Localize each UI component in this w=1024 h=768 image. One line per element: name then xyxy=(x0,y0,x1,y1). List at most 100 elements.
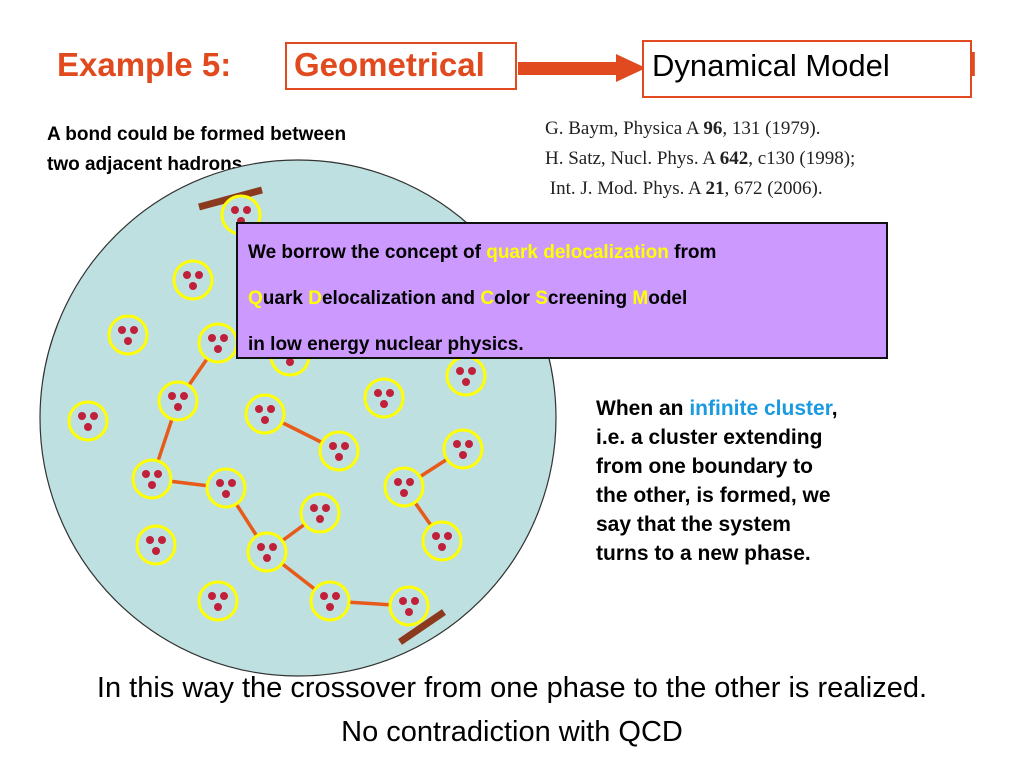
cluster-note-line1: When an infinite cluster, xyxy=(596,394,936,423)
quark-dot xyxy=(386,389,394,397)
infinite-cluster-highlight: infinite cluster xyxy=(689,397,832,420)
quark-dot xyxy=(341,442,349,450)
quark-dot xyxy=(189,282,197,290)
quark-dot xyxy=(208,334,216,342)
cluster-note-line4: the other, is formed, we xyxy=(596,484,831,507)
quark-dot xyxy=(400,489,408,497)
hadron-ring xyxy=(244,393,286,435)
concept-line2: Quark Delocalization and Color Screening… xyxy=(248,276,876,322)
quark-dot xyxy=(90,412,98,420)
quark-dot xyxy=(406,478,414,486)
hadron xyxy=(107,314,149,356)
cluster-note-line3: from one boundary to xyxy=(596,455,813,478)
concept-text: uark xyxy=(262,288,309,309)
acronym-letter: M xyxy=(632,288,649,309)
hadron-ring xyxy=(107,314,149,356)
cluster-text: When an xyxy=(596,397,690,420)
right-arrow-icon xyxy=(518,54,646,82)
acronym-letter: S xyxy=(535,288,548,309)
quark-dot xyxy=(269,543,277,551)
hadron-ring xyxy=(135,524,177,566)
quark-dot xyxy=(405,608,413,616)
references: G. Baym, Physica A 96, 131 (1979). H. Sa… xyxy=(545,114,855,204)
hadron-ring xyxy=(197,322,239,364)
quark-dot xyxy=(214,345,222,353)
hadron xyxy=(244,393,286,435)
conclusion-line2: No contradiction with QCD xyxy=(341,716,683,748)
quark-dot xyxy=(316,515,324,523)
quark-dot xyxy=(444,532,452,540)
quark-dot xyxy=(195,271,203,279)
concept-text: elocalization and xyxy=(321,288,481,309)
quark-dot xyxy=(399,597,407,605)
quark-dot xyxy=(78,412,86,420)
quark-dot xyxy=(152,547,160,555)
hadron xyxy=(442,428,484,470)
quark-dot xyxy=(214,603,222,611)
quark-dot xyxy=(231,206,239,214)
hadron xyxy=(383,466,425,508)
hadron xyxy=(172,259,214,301)
hadron xyxy=(205,467,247,509)
cluster-text: , xyxy=(831,397,838,420)
geometrical-box xyxy=(285,42,517,90)
hadron-ring xyxy=(172,259,214,301)
quark-dot xyxy=(380,400,388,408)
quark-dot xyxy=(326,603,334,611)
hadron-ring xyxy=(67,400,109,442)
hadron-ring xyxy=(157,380,199,422)
hadron-ring xyxy=(309,580,351,622)
title-model-tail: l xyxy=(968,46,978,83)
quark-dot xyxy=(130,326,138,334)
hadron xyxy=(246,531,288,573)
quark-dot xyxy=(329,442,337,450)
quark-dot xyxy=(322,504,330,512)
cluster-note-line5: say that the system xyxy=(596,513,791,536)
bond-note-line2: two adjacent hadrons xyxy=(47,154,243,175)
acronym-letter: Q xyxy=(248,288,263,309)
quark-dot xyxy=(255,405,263,413)
hadron-ring xyxy=(205,467,247,509)
concept-line1: We borrow the concept of quark delocaliz… xyxy=(248,230,876,276)
quark-dot xyxy=(462,378,470,386)
quark-dot xyxy=(468,367,476,375)
hadron xyxy=(299,492,341,534)
title-geometrical: Geometrical xyxy=(294,46,485,83)
acronym-letter: D xyxy=(308,288,322,309)
quark-delocalization-highlight: quark delocalization xyxy=(486,242,669,263)
quark-dot xyxy=(228,479,236,487)
quark-dot xyxy=(465,440,473,448)
acronym-letter: C xyxy=(480,288,495,309)
concept-text: odel xyxy=(648,288,688,309)
quark-dot xyxy=(432,532,440,540)
quark-dot xyxy=(335,453,343,461)
quark-dot xyxy=(320,592,328,600)
cluster-note-line6: turns to a new phase. xyxy=(596,542,811,565)
concept-text: We borrow the concept of xyxy=(248,242,487,263)
quark-dot xyxy=(453,440,461,448)
hadron-ring xyxy=(197,580,239,622)
hadron xyxy=(421,520,463,562)
quark-dot xyxy=(154,470,162,478)
hadron xyxy=(197,580,239,622)
hadron xyxy=(318,430,360,472)
quark-dot xyxy=(332,592,340,600)
hadron-ring xyxy=(363,377,405,419)
quark-dot xyxy=(257,543,265,551)
hadron xyxy=(135,524,177,566)
quark-dot xyxy=(216,479,224,487)
quark-dot xyxy=(148,481,156,489)
reference-2: H. Satz, Nucl. Phys. A 642, c130 (1998); xyxy=(545,148,856,169)
quark-dot xyxy=(220,592,228,600)
hadron-ring xyxy=(131,458,173,500)
boundary-bottom-bar xyxy=(398,609,446,645)
concept-text: from xyxy=(668,242,717,263)
title-prefix: Example 5: xyxy=(57,46,232,83)
quark-dot xyxy=(180,392,188,400)
hadron-ring xyxy=(421,520,463,562)
hadron-ring xyxy=(442,428,484,470)
hadron-ring xyxy=(388,585,430,627)
concept-text: creening xyxy=(547,288,633,309)
quark-dot xyxy=(286,358,294,366)
conclusion-line1: In this way the crossover from one phase… xyxy=(96,672,928,704)
